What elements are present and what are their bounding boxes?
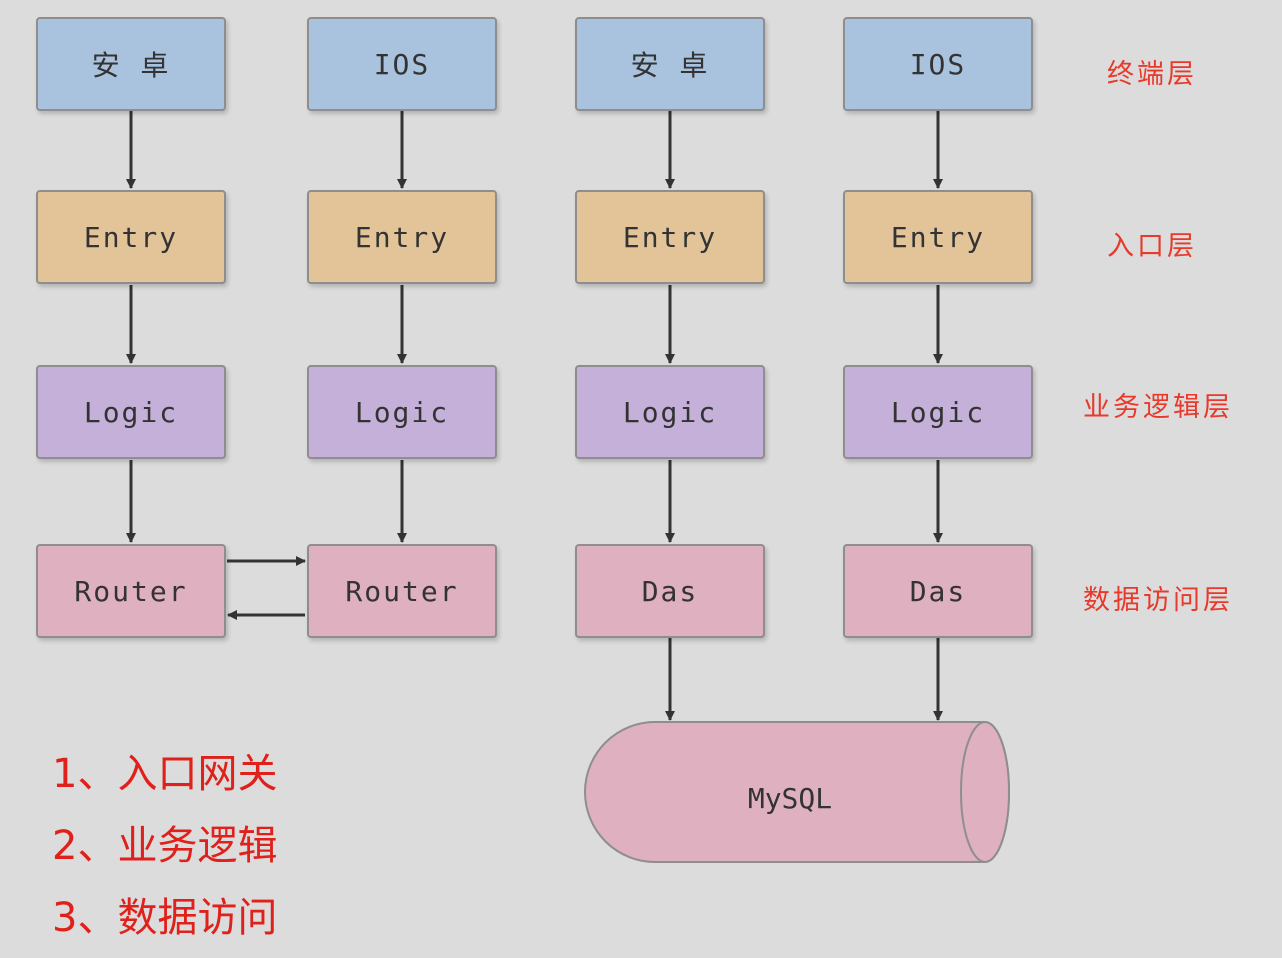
- entry-node-1: Entry: [36, 190, 226, 284]
- layer-label-data-access: 数据访问层: [1083, 585, 1233, 616]
- client-node-android-2: 安 卓: [575, 17, 765, 111]
- router-node-1: Router: [36, 544, 226, 638]
- das-node-2: Das: [843, 544, 1033, 638]
- note-item-1: 1、入口网关: [52, 751, 278, 797]
- logic-node-3: Logic: [575, 365, 765, 459]
- entry-node-3: Entry: [575, 190, 765, 284]
- logic-node-2: Logic: [307, 365, 497, 459]
- router-node-2: Router: [307, 544, 497, 638]
- logic-node-4: Logic: [843, 365, 1033, 459]
- mysql-label: MySQL: [747, 782, 833, 815]
- entry-node-4: Entry: [843, 190, 1033, 284]
- layer-label-business-logic: 业务逻辑层: [1083, 392, 1233, 423]
- client-node-ios-2: IOS: [843, 17, 1033, 111]
- layer-label-terminal: 终端层: [1107, 59, 1197, 90]
- entry-node-2: Entry: [307, 190, 497, 284]
- client-node-ios-1: IOS: [307, 17, 497, 111]
- note-item-2: 2、业务逻辑: [52, 823, 278, 869]
- mysql-cylinder: [584, 721, 1010, 863]
- layer-label-entry: 入口层: [1107, 231, 1197, 262]
- client-node-android-1: 安 卓: [36, 17, 226, 111]
- note-item-3: 3、数据访问: [52, 895, 278, 941]
- logic-node-1: Logic: [36, 365, 226, 459]
- das-node-1: Das: [575, 544, 765, 638]
- notes-list: 1、入口网关 2、业务逻辑 3、数据访问: [52, 738, 277, 954]
